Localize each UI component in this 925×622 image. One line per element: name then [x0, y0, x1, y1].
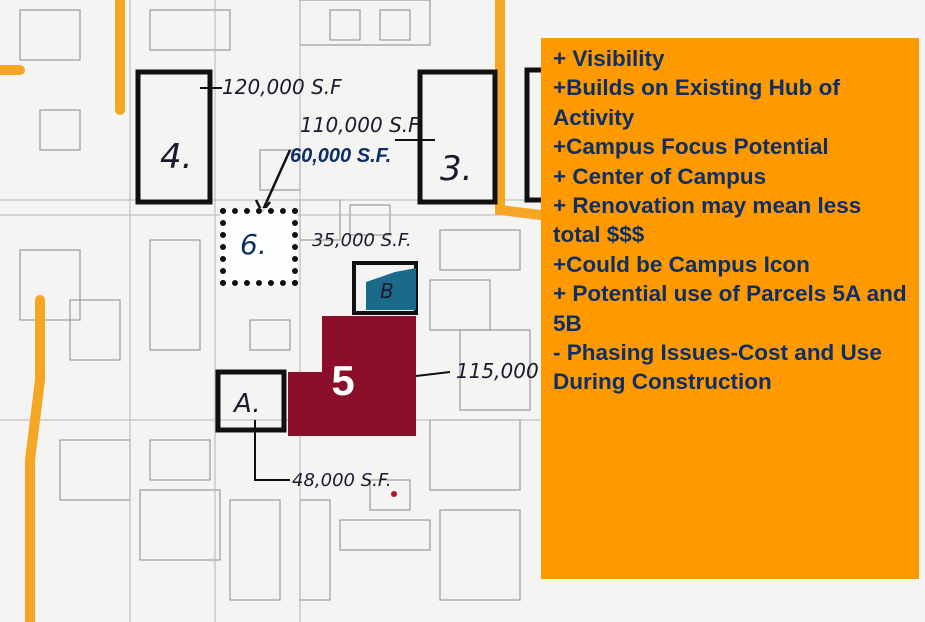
- street-lines: [0, 0, 540, 622]
- parcel-b-label: B: [380, 279, 394, 303]
- list-item: + Center of Campus: [553, 163, 767, 189]
- parcel-b-area: 35,000 S.F.: [312, 230, 412, 251]
- parcel-3-area: 110,000 S.F.: [300, 113, 423, 137]
- parcel-5: [288, 316, 416, 436]
- list-item: + Potential use of Parcels 5A and 5B: [553, 281, 907, 336]
- parcel-a-label: A.: [232, 389, 261, 419]
- map-marker-dot: [391, 491, 397, 497]
- pros-cons-list: + Visibility +Builds on Existing Hub of …: [553, 44, 909, 397]
- parcel-6-area: 60,000 S.F.: [290, 145, 391, 167]
- parcel-b: B 35,000 S.F.: [312, 230, 418, 315]
- parcel-a: A. 48,000 S.F.: [215, 369, 392, 491]
- parcel-4-label: 4.: [160, 137, 192, 177]
- parcel-6-label: 6.: [240, 228, 267, 261]
- parcel-3: 3. 110,000 S.F.: [300, 69, 498, 205]
- parcel-5-label: 5: [331, 357, 355, 404]
- list-item: + Visibility: [553, 46, 665, 71]
- arrow-icon: [254, 420, 290, 481]
- parcel-a-area: 48,000 S.F.: [292, 470, 392, 491]
- parcel-3-label: 3.: [440, 149, 472, 189]
- list-item: + Renovation may mean less total $$$: [553, 193, 862, 248]
- list-item: +Builds on Existing Hub of Activity: [553, 75, 840, 130]
- parcel-4-area: 120,000 S.F: [222, 75, 342, 99]
- building-footprints: [19, 0, 531, 601]
- parcel-4: 4. 120,000 S.F: [135, 69, 342, 205]
- list-item: - Phasing Issues-Cost and Use During Con…: [553, 340, 882, 395]
- parcel-5-area: 115,000: [456, 359, 539, 383]
- arrow-icon: [260, 149, 292, 213]
- site-evaluation-panel: + Visibility +Builds on Existing Hub of …: [541, 38, 919, 579]
- parcel-6-outline: 6.: [220, 208, 298, 286]
- arrow-icon: [415, 371, 451, 377]
- roads: [0, 0, 545, 622]
- list-item: +Campus Focus Potential: [553, 134, 829, 160]
- list-item: +Could be Campus Icon: [553, 251, 810, 277]
